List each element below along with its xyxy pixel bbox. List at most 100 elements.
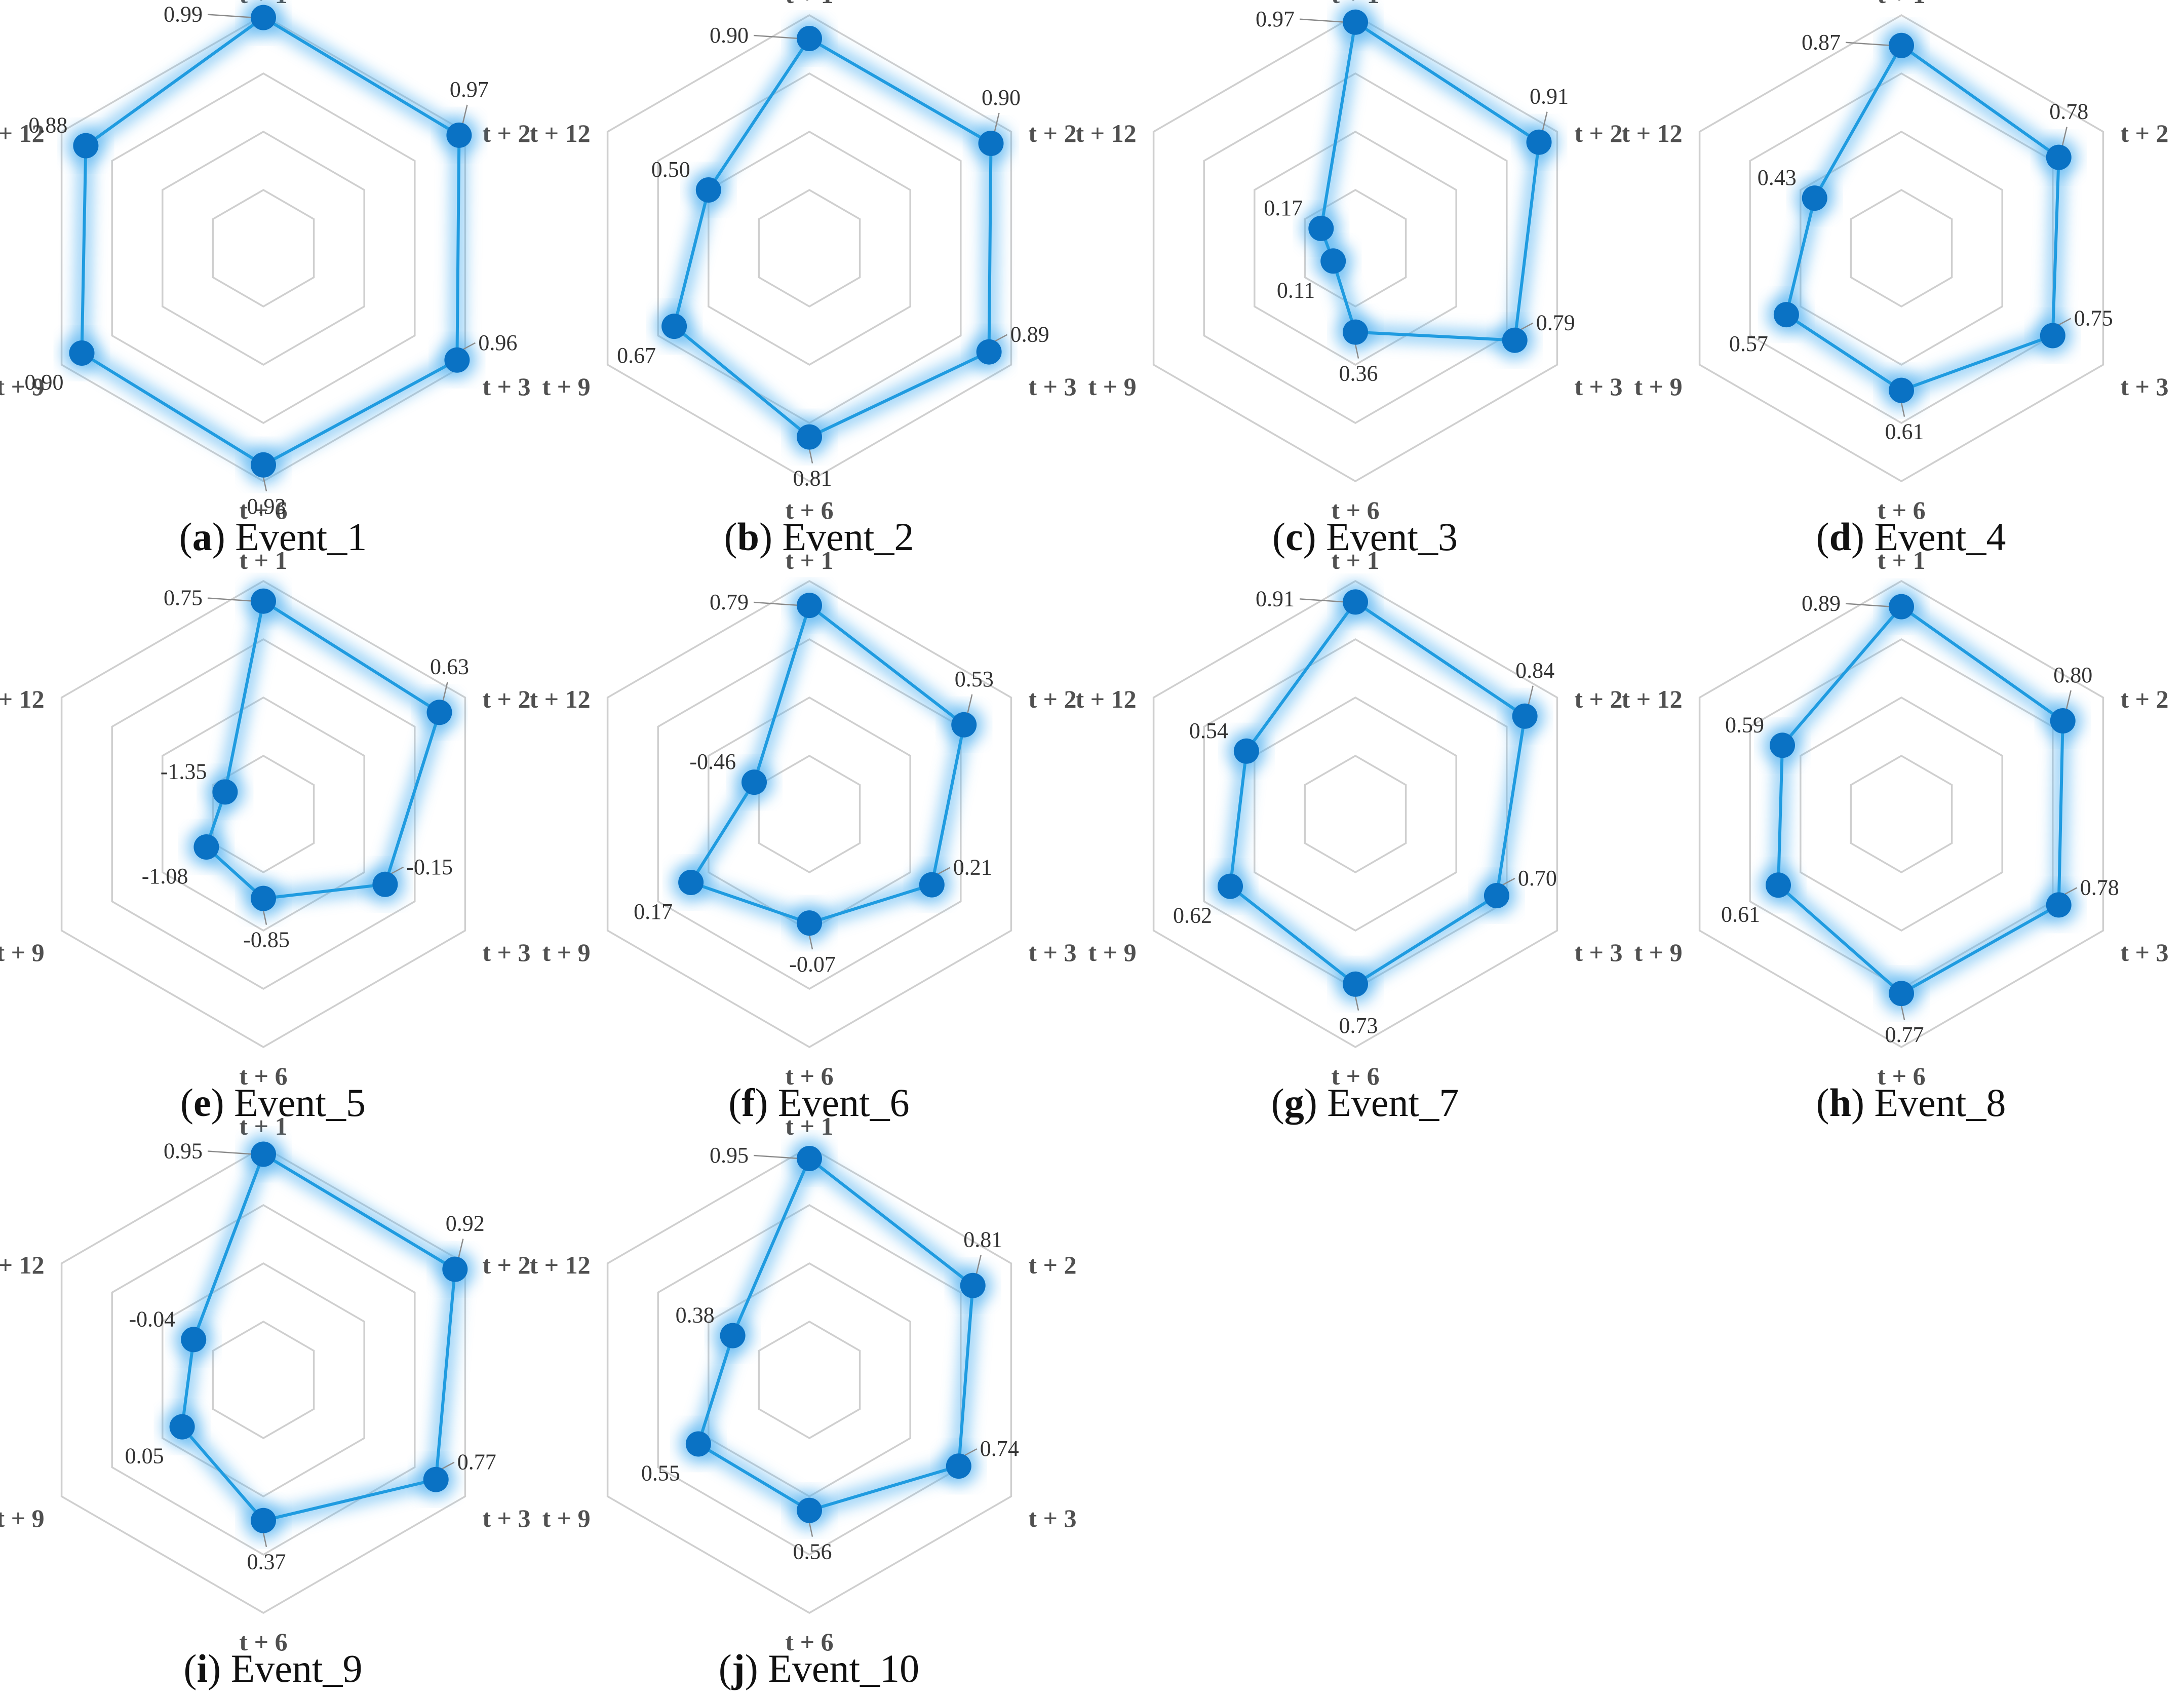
value-label: 0.91 [1530,84,1569,109]
caption-text: Event_6 [777,1080,910,1125]
radar-plot: t + 1t + 2t + 3t + 6t + 9t + 120.890.800… [1621,546,2168,1090]
panel-caption: (f) Event_6 [728,1080,910,1125]
value-label: 0.75 [2074,306,2113,331]
radar-plot: t + 1t + 2t + 3t + 6t + 9t + 120.750.63-… [0,546,531,1090]
panel-caption: (i) Event_9 [183,1646,363,1690]
value-label: 0.75 [164,586,203,610]
label-leader [1541,111,1548,133]
data-point [797,1497,822,1523]
radar-plot: t + 1t + 2t + 3t + 6t + 9t + 120.970.910… [1075,0,1622,524]
label-leader [1845,42,1892,47]
label-leader [262,1532,267,1547]
axis-label: t + 1 [1331,546,1379,574]
radar-plot: t + 1t + 2t + 3t + 6t + 9t + 120.900.900… [529,0,1076,524]
grid-ring [606,580,1012,1049]
axis-label: t + 3 [1028,372,1076,401]
data-point [1773,302,1799,328]
series-glow [1770,598,2072,1002]
axis-label: t + 1 [239,546,287,574]
data-point [1889,32,1914,58]
value-label: 0.97 [1256,7,1295,31]
value-label: 0.79 [1536,311,1575,335]
data-point [2040,323,2065,349]
label-leader [207,1150,254,1155]
data-point [1233,738,1259,764]
caption-text: Event_1 [235,515,367,559]
grid-ring [657,72,962,425]
axis-label: t + 9 [1088,372,1136,401]
value-label: 0.59 [1725,712,1764,737]
axis-label: t + 9 [0,372,45,401]
value-label: 0.61 [1721,902,1760,927]
label-leader [2065,690,2072,712]
radar-plot: t + 1t + 2t + 3t + 6t + 9t + 120.910.840… [1075,546,1622,1090]
axis-label: t + 9 [542,938,590,967]
label-leader [753,1154,800,1160]
value-label: 0.88 [28,113,67,138]
value-label: 0.96 [478,330,517,355]
caption-text: Event_8 [1874,1080,2006,1125]
data-point [1889,594,1914,620]
label-leader [262,477,267,492]
axis-label: t + 3 [482,1504,530,1532]
axis-label: t + 2 [1028,685,1076,713]
grid-ring [1254,696,1457,932]
data-point [212,779,238,805]
data-point [426,700,452,725]
axis-label: t + 6 [1877,1062,1925,1090]
series-glow [1222,593,1534,993]
data-point [661,314,687,339]
label-leader [207,597,254,602]
caption-letter: a [192,515,212,559]
caption-text: Event_4 [1874,515,2006,559]
data-point [720,1323,746,1348]
caption-letter: i [197,1646,208,1690]
axis-label: t + 3 [2120,938,2168,967]
axis-label: t + 2 [1574,119,1622,147]
data-point [251,1141,276,1167]
data-point [976,339,1002,365]
caption-letter: c [1285,515,1303,559]
panel-caption: (e) Event_5 [180,1080,366,1125]
data-point [797,1146,822,1171]
value-label: 0.55 [641,1461,680,1486]
grid-ring [708,130,911,366]
axis-label: t + 2 [1574,685,1622,713]
data-point [1889,981,1914,1007]
axis-label: t + 3 [1028,938,1076,967]
value-label: 0.38 [676,1303,715,1328]
data-point [1320,248,1346,274]
caption-text: Event_7 [1327,1080,1459,1125]
value-label: 0.61 [1885,419,1924,444]
label-leader [975,1255,982,1277]
data-point [423,1467,449,1492]
value-label: -1.35 [161,759,207,784]
label-leader [993,112,1000,135]
label-leader [1900,1005,1905,1020]
value-label: 0.80 [2053,663,2092,687]
axis-label: t + 12 [0,119,45,147]
grid-ring [60,14,466,483]
caption-text: Event_3 [1326,515,1458,559]
axis-label: t + 12 [1075,685,1136,713]
grid-ring [111,638,416,990]
label-leader [808,935,813,950]
grid-ring [212,1320,315,1440]
value-label: 0.63 [430,654,469,679]
data-point [251,5,276,30]
value-label: 0.43 [1758,165,1797,190]
panel-caption: (d) Event_4 [1816,515,2006,559]
data-point [193,834,219,860]
panel-caption: (a) Event_1 [179,515,367,559]
grid-ring [1203,72,1508,425]
value-label: 0.90 [710,23,749,48]
axis-label: t + 2 [2120,685,2168,713]
radar-plot: t + 1t + 2t + 3t + 6t + 9t + 120.790.530… [529,546,1076,1090]
data-point [251,588,276,614]
data-point [1770,732,1795,758]
label-leader [1527,685,1534,708]
data-point [251,452,276,478]
value-label: -0.85 [243,928,290,952]
